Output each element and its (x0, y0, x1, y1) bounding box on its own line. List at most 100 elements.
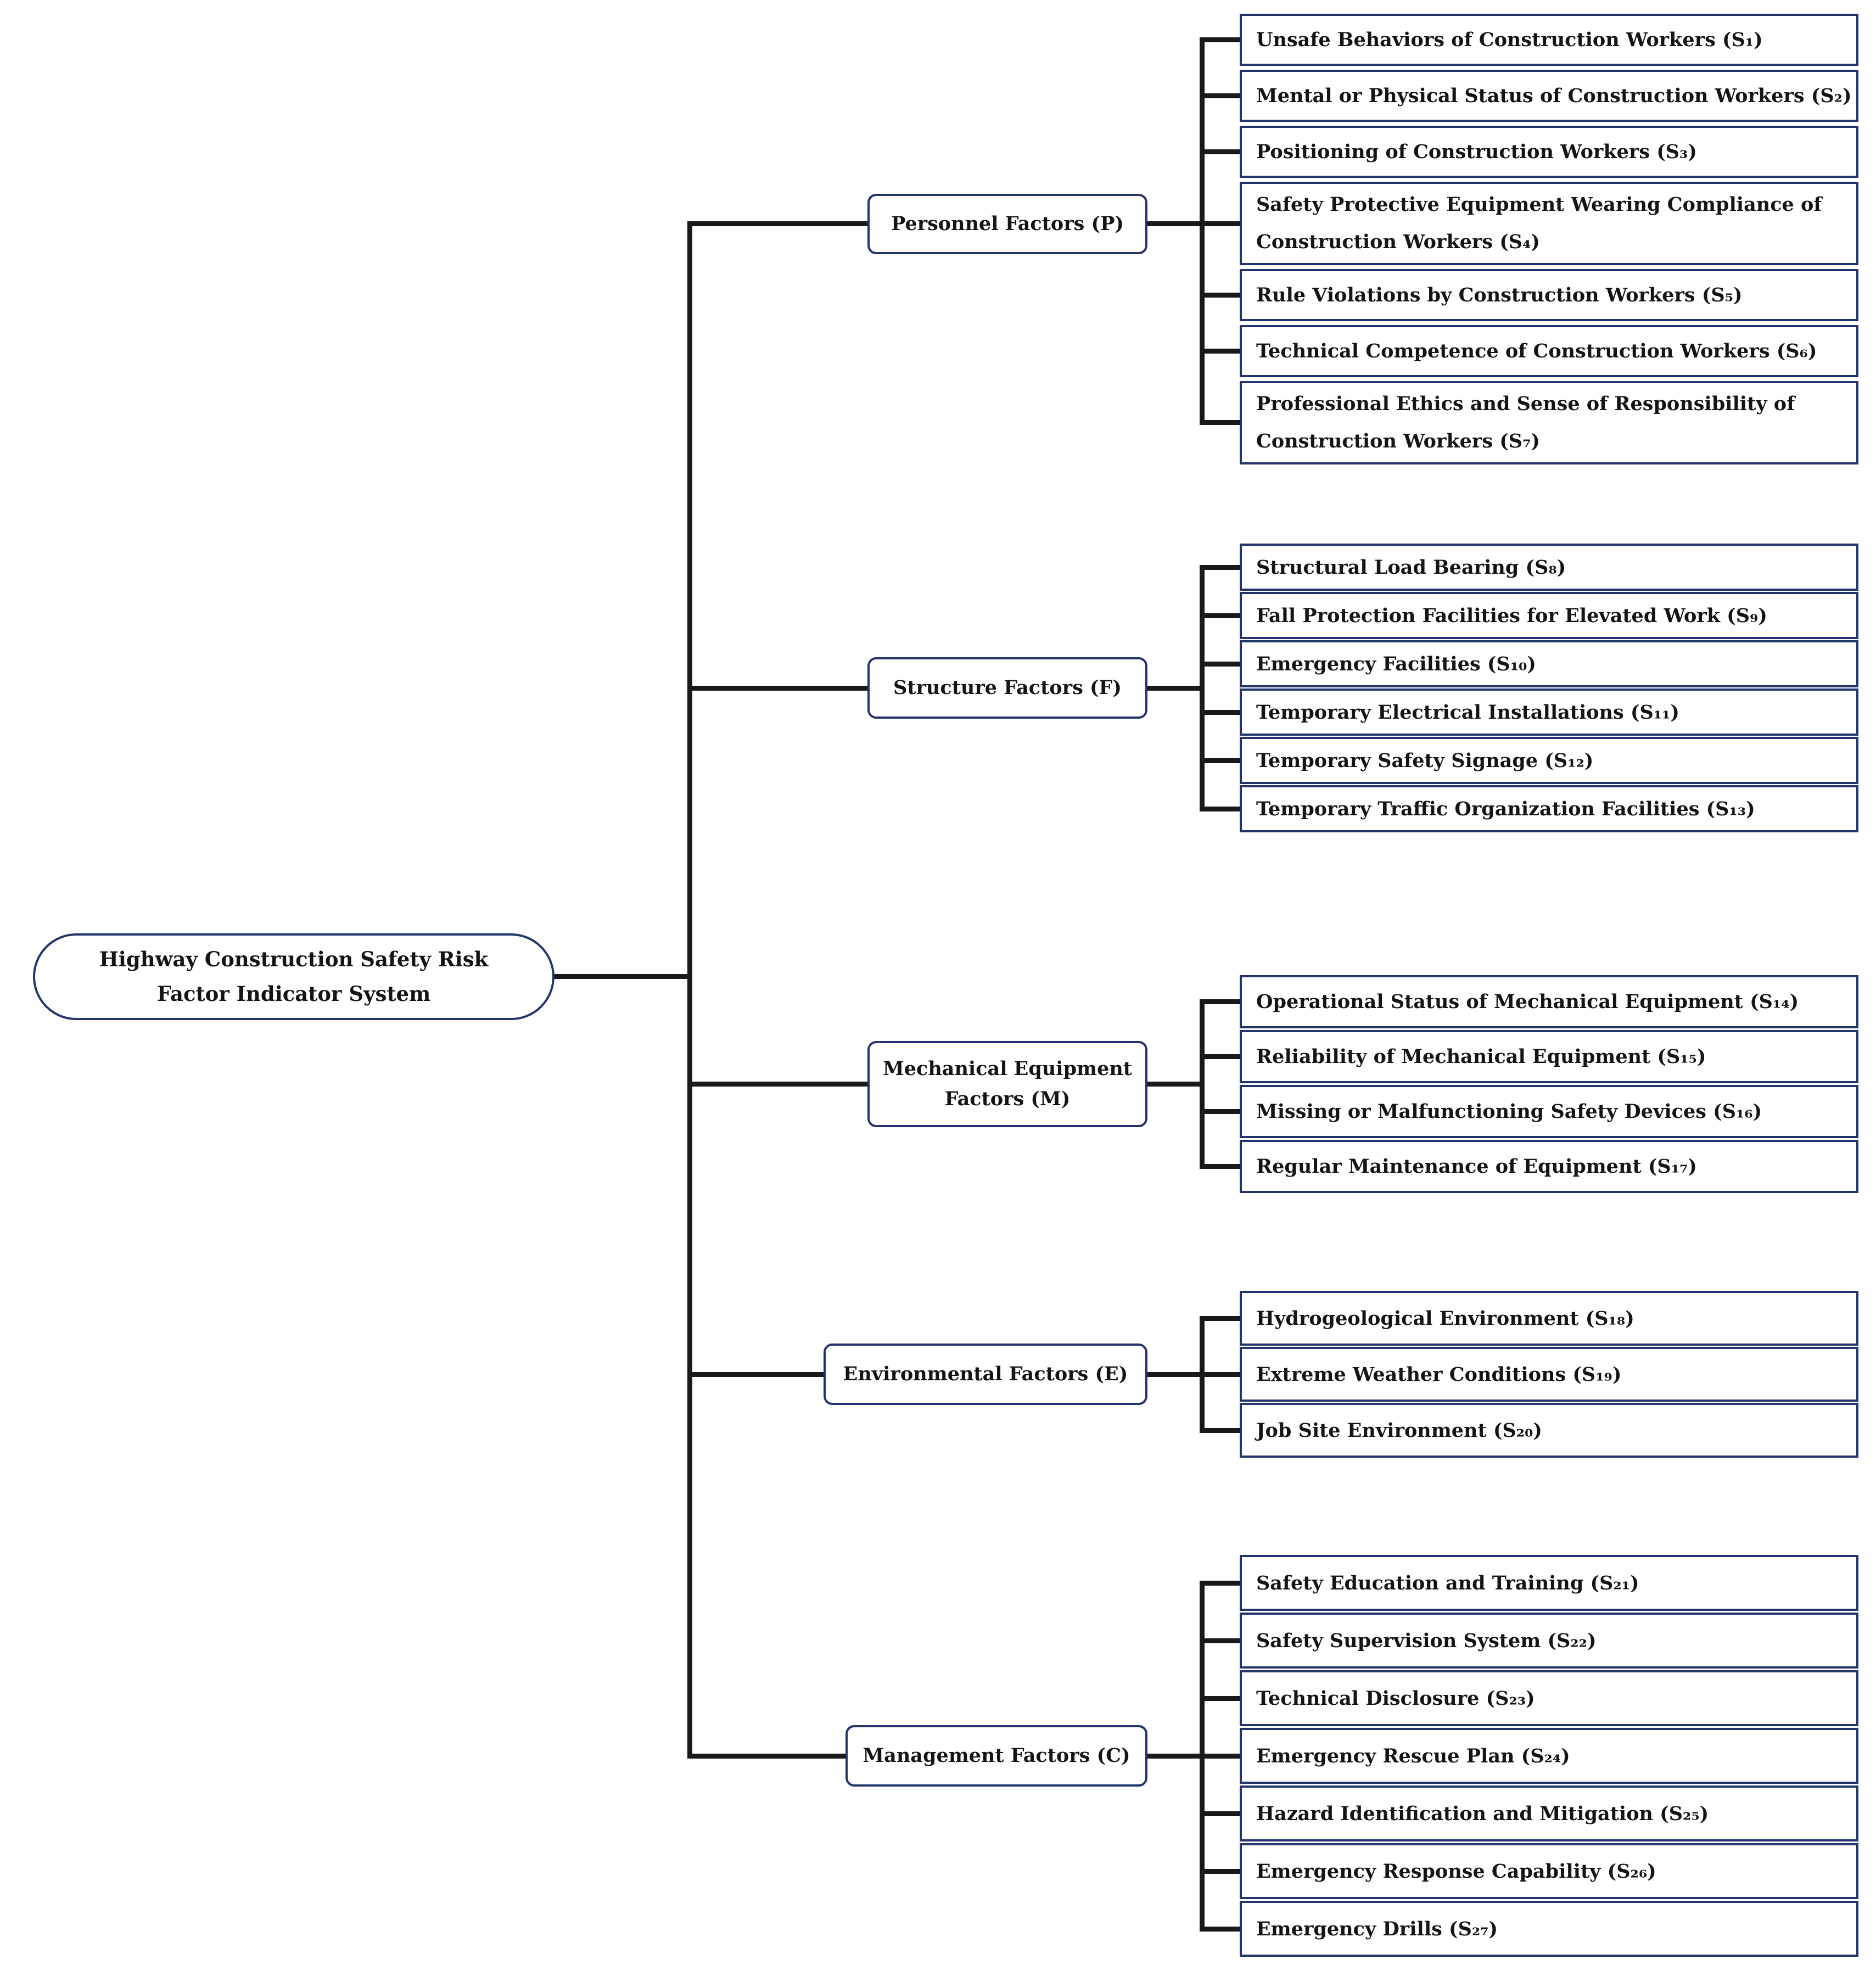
leaf-s25: Hazard Identification and Mitigation (S₂… (1240, 1785, 1858, 1841)
leaf-s24: Emergency Rescue Plan (S₂₄) (1240, 1728, 1858, 1784)
leaf-s9-label: Fall Protection Facilities for Elevated … (1256, 604, 1767, 627)
leaf-s5-label: Rule Violations by Construction Workers … (1256, 284, 1743, 306)
stub-s18 (1202, 1316, 1241, 1321)
branch-label-personnel: Personnel Factors (P) (891, 212, 1124, 235)
leaf-s13-label: Temporary Traffic Organization Facilitie… (1256, 797, 1755, 820)
edge-trunk-to-structure (687, 686, 873, 691)
leaf-s3-label: Positioning of Construction Workers (S₃) (1256, 141, 1697, 163)
leaf-s20: Job Site Environment (S₂₀) (1240, 1403, 1858, 1458)
edge-trunk-to-personnel (687, 221, 873, 226)
leaf-s26: Emergency Response Capability (S₂₆) (1240, 1843, 1858, 1899)
stub-s26 (1202, 1869, 1241, 1874)
leaf-s15-label: Reliability of Mechanical Equipment (S₁₅… (1256, 1045, 1706, 1068)
stub-s11 (1202, 710, 1241, 715)
subtrunk-management (1200, 1581, 1205, 1932)
stub-s7 (1202, 420, 1241, 425)
branch-label-environmental: Environmental Factors (E) (843, 1362, 1128, 1385)
leaf-s1-label: Unsafe Behaviors of Construction Workers… (1256, 29, 1763, 51)
leaf-s15: Reliability of Mechanical Equipment (S₁₅… (1240, 1030, 1858, 1083)
leaf-s2-label: Mental or Physical Status of Constructio… (1256, 85, 1852, 107)
edge-root-to-trunk (552, 974, 690, 979)
leaf-s12-label: Temporary Safety Signage (S₁₂) (1256, 749, 1594, 772)
edge-trunk-to-environmental (687, 1372, 873, 1377)
stub-s16 (1202, 1109, 1241, 1114)
leaf-s12: Temporary Safety Signage (S₁₂) (1240, 737, 1858, 784)
stub-s1 (1202, 37, 1241, 42)
leaf-s14: Operational Status of Mechanical Equipme… (1240, 975, 1858, 1028)
leaf-s16-label: Missing or Malfunctioning Safety Devices… (1256, 1100, 1762, 1123)
leaf-s18-label: Hydrogeological Environment (S₁₈) (1256, 1307, 1634, 1330)
leaf-s4: Safety Protective Equipment Wearing Comp… (1240, 182, 1858, 265)
stub-s12 (1202, 758, 1241, 763)
edge-structure-to-subtrunk (1142, 686, 1205, 691)
leaf-s26-label: Emergency Response Capability (S₂₆) (1256, 1860, 1656, 1883)
leaf-s22: Safety Supervision System (S₂₂) (1240, 1613, 1858, 1669)
subtrunk-environmental (1200, 1316, 1205, 1433)
stub-s20 (1202, 1428, 1241, 1433)
branch-node-structure: Structure Factors (F) (867, 657, 1147, 719)
stub-s8 (1202, 565, 1241, 570)
stub-s25 (1202, 1811, 1241, 1816)
leaf-s17: Regular Maintenance of Equipment (S₁₇) (1240, 1140, 1858, 1193)
stub-s17 (1202, 1164, 1241, 1169)
stub-s4 (1202, 221, 1241, 226)
stub-s9 (1202, 613, 1241, 618)
leaf-s11-label: Temporary Electrical Installations (S₁₁) (1256, 701, 1679, 724)
leaf-s19-label: Extreme Weather Conditions (S₁₉) (1256, 1363, 1622, 1386)
stub-s15 (1202, 1054, 1241, 1059)
leaf-s10-label: Emergency Facilities (S₁₀) (1256, 652, 1536, 675)
trunk-line (687, 221, 692, 1759)
root-node-label: Highway Construction Safety Risk Factor … (99, 947, 489, 1006)
stub-s10 (1202, 662, 1241, 667)
leaf-s13: Temporary Traffic Organization Facilitie… (1240, 785, 1858, 832)
leaf-s2: Mental or Physical Status of Constructio… (1240, 70, 1858, 122)
stub-s27 (1202, 1927, 1241, 1932)
edge-management-to-subtrunk (1142, 1754, 1205, 1759)
leaf-s23-label: Technical Disclosure (S₂₃) (1256, 1687, 1535, 1710)
leaf-s6: Technical Competence of Construction Wor… (1240, 325, 1858, 377)
leaf-s20-label: Job Site Environment (S₂₀) (1256, 1419, 1542, 1442)
leaf-s8: Structural Load Bearing (S₈) (1240, 544, 1858, 591)
stub-s23 (1202, 1696, 1241, 1701)
leaf-s25-label: Hazard Identification and Mitigation (S₂… (1256, 1802, 1709, 1825)
stub-s21 (1202, 1581, 1241, 1586)
subtrunk-mechanical (1200, 999, 1205, 1169)
stub-s5 (1202, 293, 1241, 298)
leaf-s27-label: Emergency Drills (S₂₇) (1256, 1917, 1498, 1940)
leaf-s14-label: Operational Status of Mechanical Equipme… (1256, 990, 1799, 1013)
stub-s14 (1202, 999, 1241, 1004)
leaf-s3: Positioning of Construction Workers (S₃) (1240, 126, 1858, 178)
leaf-s5: Rule Violations by Construction Workers … (1240, 269, 1858, 321)
branch-label-mechanical: Mechanical Equipment Factors (M) (883, 1057, 1132, 1110)
leaf-s6-label: Technical Competence of Construction Wor… (1256, 340, 1817, 362)
edge-environmental-to-subtrunk (1142, 1372, 1205, 1377)
leaf-s7: Professional Ethics and Sense of Respons… (1240, 381, 1858, 464)
leaf-s18: Hydrogeological Environment (S₁₈) (1240, 1291, 1858, 1346)
leaf-s11: Temporary Electrical Installations (S₁₁) (1240, 688, 1858, 736)
branch-node-personnel: Personnel Factors (P) (867, 194, 1147, 254)
branch-node-mechanical: Mechanical Equipment Factors (M) (867, 1041, 1147, 1127)
stub-s19 (1202, 1372, 1241, 1377)
leaf-s22-label: Safety Supervision System (S₂₂) (1256, 1629, 1597, 1652)
stub-s22 (1202, 1638, 1241, 1643)
stub-s24 (1202, 1754, 1241, 1759)
leaf-s16: Missing or Malfunctioning Safety Devices… (1240, 1085, 1858, 1138)
branch-node-management: Management Factors (C) (845, 1725, 1147, 1787)
edge-trunk-to-management (687, 1754, 873, 1759)
leaf-s21-label: Safety Education and Training (S₂₁) (1256, 1571, 1639, 1594)
leaf-s10: Emergency Facilities (S₁₀) (1240, 640, 1858, 687)
leaf-s27: Emergency Drills (S₂₇) (1240, 1901, 1858, 1957)
stub-s6 (1202, 349, 1241, 354)
subtrunk-personnel (1200, 37, 1205, 425)
leaf-s19: Extreme Weather Conditions (S₁₉) (1240, 1347, 1858, 1402)
leaf-s23: Technical Disclosure (S₂₃) (1240, 1670, 1858, 1726)
edge-trunk-to-mechanical (687, 1082, 873, 1087)
stub-s2 (1202, 93, 1241, 98)
branch-node-environmental: Environmental Factors (E) (824, 1344, 1147, 1405)
leaf-s24-label: Emergency Rescue Plan (S₂₄) (1256, 1744, 1570, 1767)
leaf-s9: Fall Protection Facilities for Elevated … (1240, 592, 1858, 639)
root-node: Highway Construction Safety Risk Factor … (33, 933, 555, 1020)
leaf-s21: Safety Education and Training (S₂₁) (1240, 1555, 1858, 1611)
stub-s3 (1202, 149, 1241, 154)
